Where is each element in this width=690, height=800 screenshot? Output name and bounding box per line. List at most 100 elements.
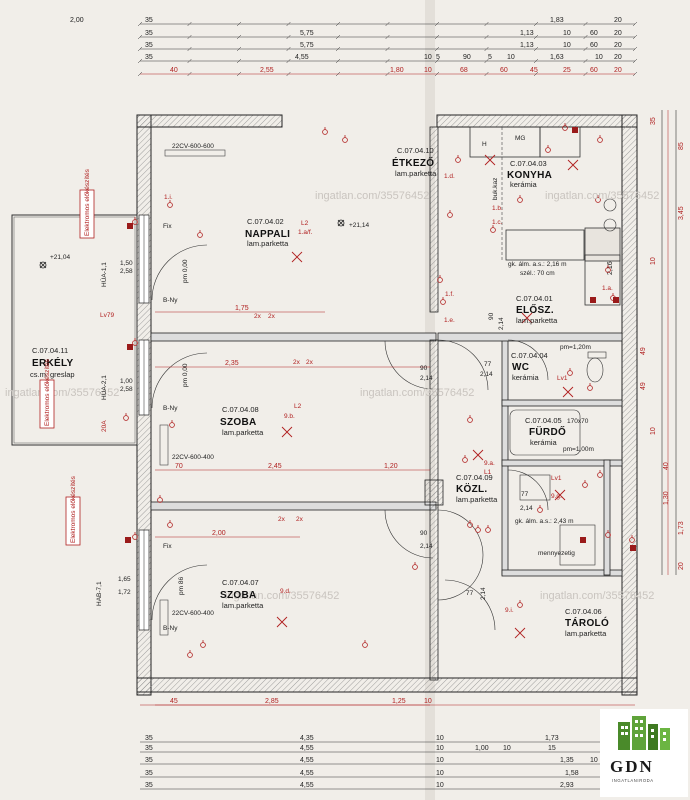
room-id-furdo: C.07.04.05: [525, 416, 562, 425]
room-name-konyha: KONYHA: [507, 170, 552, 181]
room-name-szoba-2: SZOBA: [220, 590, 257, 601]
door-height-4: 2,14: [520, 505, 533, 512]
room-floor-szoba-1: lam.parketta: [222, 428, 264, 437]
bottom-dim-label: 35: [145, 745, 153, 752]
dim-szoba-width: 2,35: [225, 360, 239, 367]
right-dim-label: 10: [650, 427, 657, 435]
top-dim-label: 20: [614, 54, 622, 61]
tag-1i: 1.i.: [164, 194, 173, 201]
room-id-tarolo: C.07.04.06: [565, 607, 602, 616]
room-id-etkezo: C.07.04.10: [397, 146, 434, 155]
top-dim-label: 10: [595, 54, 603, 61]
room-id-szoba-2: C.07.04.07: [222, 578, 259, 587]
bottom-dim-label: 4,35: [300, 735, 314, 742]
room-id-konyha: C.07.04.03: [510, 159, 547, 168]
top-dim-label: 20: [614, 42, 622, 49]
room-floor-nappali: lam.parketta: [247, 239, 289, 248]
bathtub-size-label: 170x70: [567, 418, 589, 425]
tag-1af: 1.a/f.: [298, 229, 313, 236]
tag-2x-b: 2x: [268, 313, 276, 320]
bottom-dim-label: 10: [436, 735, 444, 742]
ceiling-light-icon: [554, 489, 566, 501]
watermark-1: ingatlan.com/35576452: [315, 190, 429, 202]
top-dim-label: 90: [463, 54, 471, 61]
kitchen-hood-label: gk. álm. a.s.: 2,16 m: [508, 261, 567, 268]
bottom-dim-label: 1,00: [475, 745, 489, 752]
junction-box-icon: [580, 537, 586, 543]
room-name-etkezo: ÉTKEZŐ: [392, 156, 434, 169]
electro-prep-2: Elektromos előkészítés: [44, 358, 51, 426]
top-dim-label: 20: [614, 17, 622, 24]
radiator-label-top: 22CV-600-600: [172, 143, 214, 150]
junction-box-icon: [572, 127, 578, 133]
top-dim-label: 10: [424, 67, 432, 74]
ceiling-light-icon: [514, 627, 526, 639]
door-width-3: 90: [420, 530, 428, 537]
dim-szoba-c: 1,20: [384, 463, 398, 470]
top-dim-label: 1,80: [390, 67, 404, 74]
top-dim-label: 25: [563, 67, 571, 74]
junction-box-icon: [127, 223, 133, 229]
right-dim-label: 49: [640, 382, 647, 390]
watermark-4: ingatlan.com/35576452: [360, 387, 474, 399]
right-dim-label: 1,73: [678, 521, 685, 535]
top-dim-label: 35: [145, 30, 153, 37]
room-name-erkely: ERKÉLY: [32, 356, 73, 369]
parapet-3: pm 86: [178, 577, 185, 595]
top-dim-label: 4,55: [295, 54, 309, 61]
top-dim-label: 68: [460, 67, 468, 74]
radiator-label-bot: 22CV-600-400: [172, 610, 214, 617]
door-width-1: 90: [420, 365, 428, 372]
tag-20a: 20A: [101, 420, 108, 432]
electro-prep-boxes: Elektromos előkészítés Elektromos előkés…: [39, 168, 95, 546]
bottom-dim-label: 35: [145, 735, 153, 742]
top-dim-label: 35: [145, 17, 153, 24]
dim-szoba-b: 2,45: [268, 463, 282, 470]
dim-szoba-a: 70: [175, 463, 183, 470]
room-floor-kozl: lam.parketta: [456, 495, 498, 504]
tag-1c: 1.c.: [492, 219, 503, 226]
room-floor-etkezo: lam.parketta: [395, 169, 437, 178]
door-width-4: 77: [521, 491, 529, 498]
right-dim-label: 10: [650, 257, 657, 265]
bottom-dim-label: 4,55: [300, 770, 314, 777]
dishwasher-label: MG: [515, 135, 525, 142]
room-floor-elosz: lam.parketta: [516, 316, 558, 325]
electrical-symbols: [123, 123, 636, 658]
window-height-2a: 1,00: [120, 378, 133, 385]
ceiling-light-icon: [567, 159, 579, 171]
dim-szoba2-width: 2,00: [212, 530, 226, 537]
room-name-elosz: ELŐSZ.: [516, 303, 554, 316]
room-id-elosz: C.07.04.01: [516, 294, 553, 303]
elevation-markers: [39, 219, 345, 269]
room-labels: C.07.04.02 NAPPALI lam.parketta C.07.04.…: [30, 146, 609, 638]
window-height-2b: 2,58: [120, 386, 133, 393]
right-dim-label: 2,16: [607, 261, 614, 275]
tag-1d: 1.d.: [444, 173, 455, 180]
bottom-dim-label: 4,55: [300, 745, 314, 752]
gdn-logo: GDN INGATLANIRODA: [600, 709, 688, 797]
room-name-szoba-1: SZOBA: [220, 417, 257, 428]
bottom-dim-label: 10: [436, 757, 444, 764]
door-swings: [151, 244, 549, 631]
logo-text: GDN: [610, 757, 654, 776]
bottom-dim-label: 2,93: [560, 782, 574, 789]
junction-box-icon: [125, 537, 131, 543]
misc-labels: Fix B-Ny B-Ny Fix B-Ny 22CV-600-600 22CV…: [50, 135, 594, 632]
junction-box-icon: [127, 344, 133, 350]
top-dim-label: 60: [500, 67, 508, 74]
tag-l2-szoba: L2: [294, 403, 302, 410]
bottom-dim-label: 10: [590, 757, 598, 764]
room-floor-konyha: kerámia: [510, 180, 538, 189]
door-height-1: 2,14: [420, 375, 433, 382]
top-dim-label: 1,13: [520, 42, 534, 49]
top-dim-label: 1,13: [520, 30, 534, 37]
bottom-dim-label: 10: [436, 770, 444, 777]
tag-l2-nappali: L2: [301, 220, 309, 227]
tag-lv79: Lv79: [100, 312, 114, 319]
bottom-dim-label: 4,55: [300, 782, 314, 789]
ceiling-light-icon: [484, 154, 496, 166]
tag-1b: 1.b.: [492, 205, 503, 212]
tag-2x-e: 2x: [278, 516, 286, 523]
room-floor-wc: kerámia: [512, 373, 540, 382]
